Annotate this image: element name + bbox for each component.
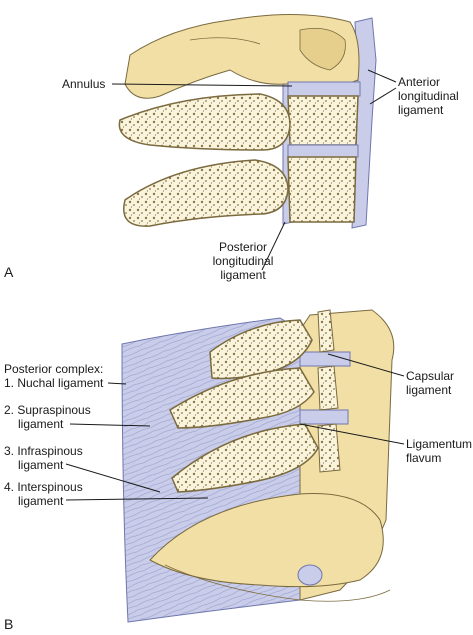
ligamentum-flavum-shape	[299, 351, 351, 367]
facet-joint-shape	[317, 309, 335, 353]
spinous-process-shape	[123, 159, 289, 227]
label-interspinous-ligament: 4. Interspinous ligament	[4, 480, 83, 508]
panel-a-illustration	[118, 14, 377, 229]
spinous-process-shape	[209, 319, 313, 380]
label-infraspinous-ligament: 3. Infraspinous ligament	[4, 444, 83, 472]
label-line: ligament	[18, 494, 64, 508]
panel-b-illustration	[121, 309, 395, 623]
spinous-process-shape	[171, 423, 319, 493]
label-line: longitudinal	[398, 89, 459, 103]
label-capsular-ligament: Capsular ligament	[406, 369, 454, 397]
label-ligamentum-flavum: Ligamentum flavum	[406, 437, 472, 465]
label-line: flavum	[406, 451, 442, 465]
label-posterior-complex: Posterior complex:	[4, 362, 104, 376]
label-anterior-longitudinal-ligament: Anterior longitudinal ligament	[398, 75, 459, 117]
label-supraspinous-ligament: 2. Supraspinous ligament	[4, 403, 91, 431]
c7-spinous-process-shape	[149, 493, 384, 588]
spinous-process-shape	[169, 367, 315, 429]
intervertebral-disc-shape	[287, 81, 361, 97]
intervertebral-disc-shape	[287, 144, 359, 158]
label-line: Capsular	[406, 369, 455, 383]
label-line: 2. Supraspinous	[4, 403, 91, 417]
panel-a-leader-lines	[111, 69, 397, 271]
foramen-shape	[297, 564, 323, 586]
panel-letter-a: A	[4, 264, 14, 280]
label-line: ligament	[406, 383, 452, 397]
panel-b-leader-lines	[65, 353, 405, 501]
label-line: ligament	[18, 458, 64, 472]
label-line: Posterior	[218, 240, 268, 254]
label-nuchal-ligament: 1. Nuchal ligament	[4, 376, 104, 390]
label-line: ligament	[220, 268, 266, 282]
vertebral-body-shape	[287, 95, 359, 146]
ligamentum-flavum-shape	[299, 409, 349, 425]
panel-letter-b: B	[4, 616, 14, 632]
vertebral-body-shape	[287, 156, 357, 223]
label-annulus: Annulus	[62, 77, 106, 91]
label-line: Anterior	[398, 75, 441, 89]
label-posterior-longitudinal-ligament: Posterior longitudinal ligament	[198, 240, 288, 282]
label-line: 4. Interspinous	[4, 480, 83, 494]
label-line: ligament	[398, 103, 444, 117]
label-line: ligament	[18, 417, 64, 431]
spinous-process-shape	[118, 93, 291, 151]
facet-joint-shape	[317, 423, 341, 473]
facet-joint-shape	[317, 365, 339, 411]
label-line: longitudinal	[212, 254, 274, 268]
label-line: Ligamentum	[406, 437, 473, 451]
label-line: 3. Infraspinous	[4, 444, 83, 458]
